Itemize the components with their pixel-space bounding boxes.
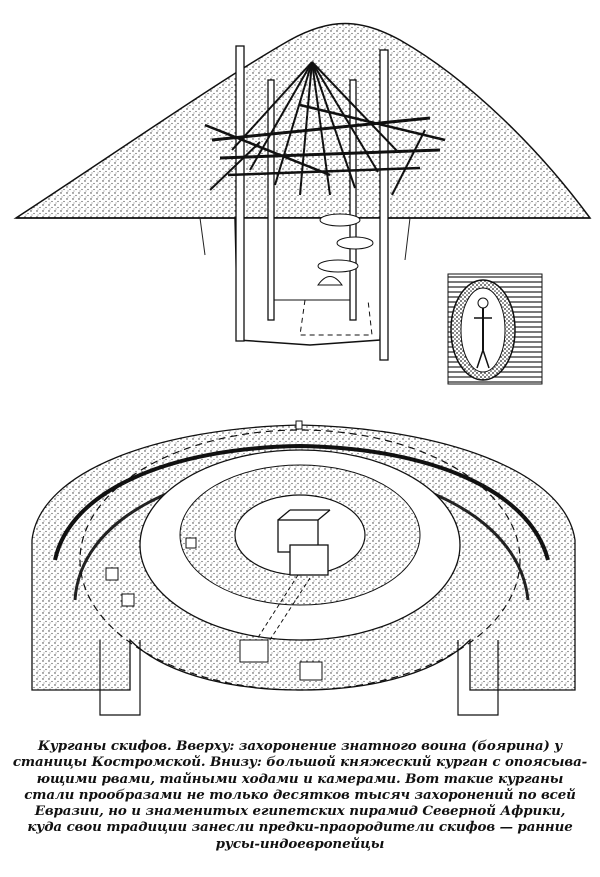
tunnel-ring xyxy=(79,429,521,691)
kurgan-illustration xyxy=(13,22,592,716)
secret-passage xyxy=(249,574,311,653)
caption-line: русы-индоевропейцы xyxy=(215,835,385,852)
skeletons xyxy=(317,213,374,286)
caption-line: станицы Костромской. Внизу: большой княж… xyxy=(12,754,588,771)
figure-caption: Курганы скифов. Вверху: захоронение знат… xyxy=(10,738,590,852)
caption-line: стали прообразами не только десятков тыс… xyxy=(24,786,576,803)
princely-kurgan xyxy=(31,420,576,716)
kurgan-section xyxy=(13,22,592,385)
wooden-posts xyxy=(235,45,389,361)
caption-line: куда свои традиции занесли предки-праоро… xyxy=(27,819,573,836)
caption-line: ющими рвами, тайными ходами и камерами. … xyxy=(36,770,564,787)
mound xyxy=(13,22,592,219)
central-chamber xyxy=(277,509,331,576)
caption-line: Евразии, но и знаменитых египетских пира… xyxy=(34,803,566,820)
log-roof xyxy=(204,61,446,196)
outer-chambers xyxy=(105,420,323,681)
caption-line: Курганы скифов. Вверху: захоронение знат… xyxy=(37,738,563,754)
side-chamber xyxy=(447,273,543,385)
